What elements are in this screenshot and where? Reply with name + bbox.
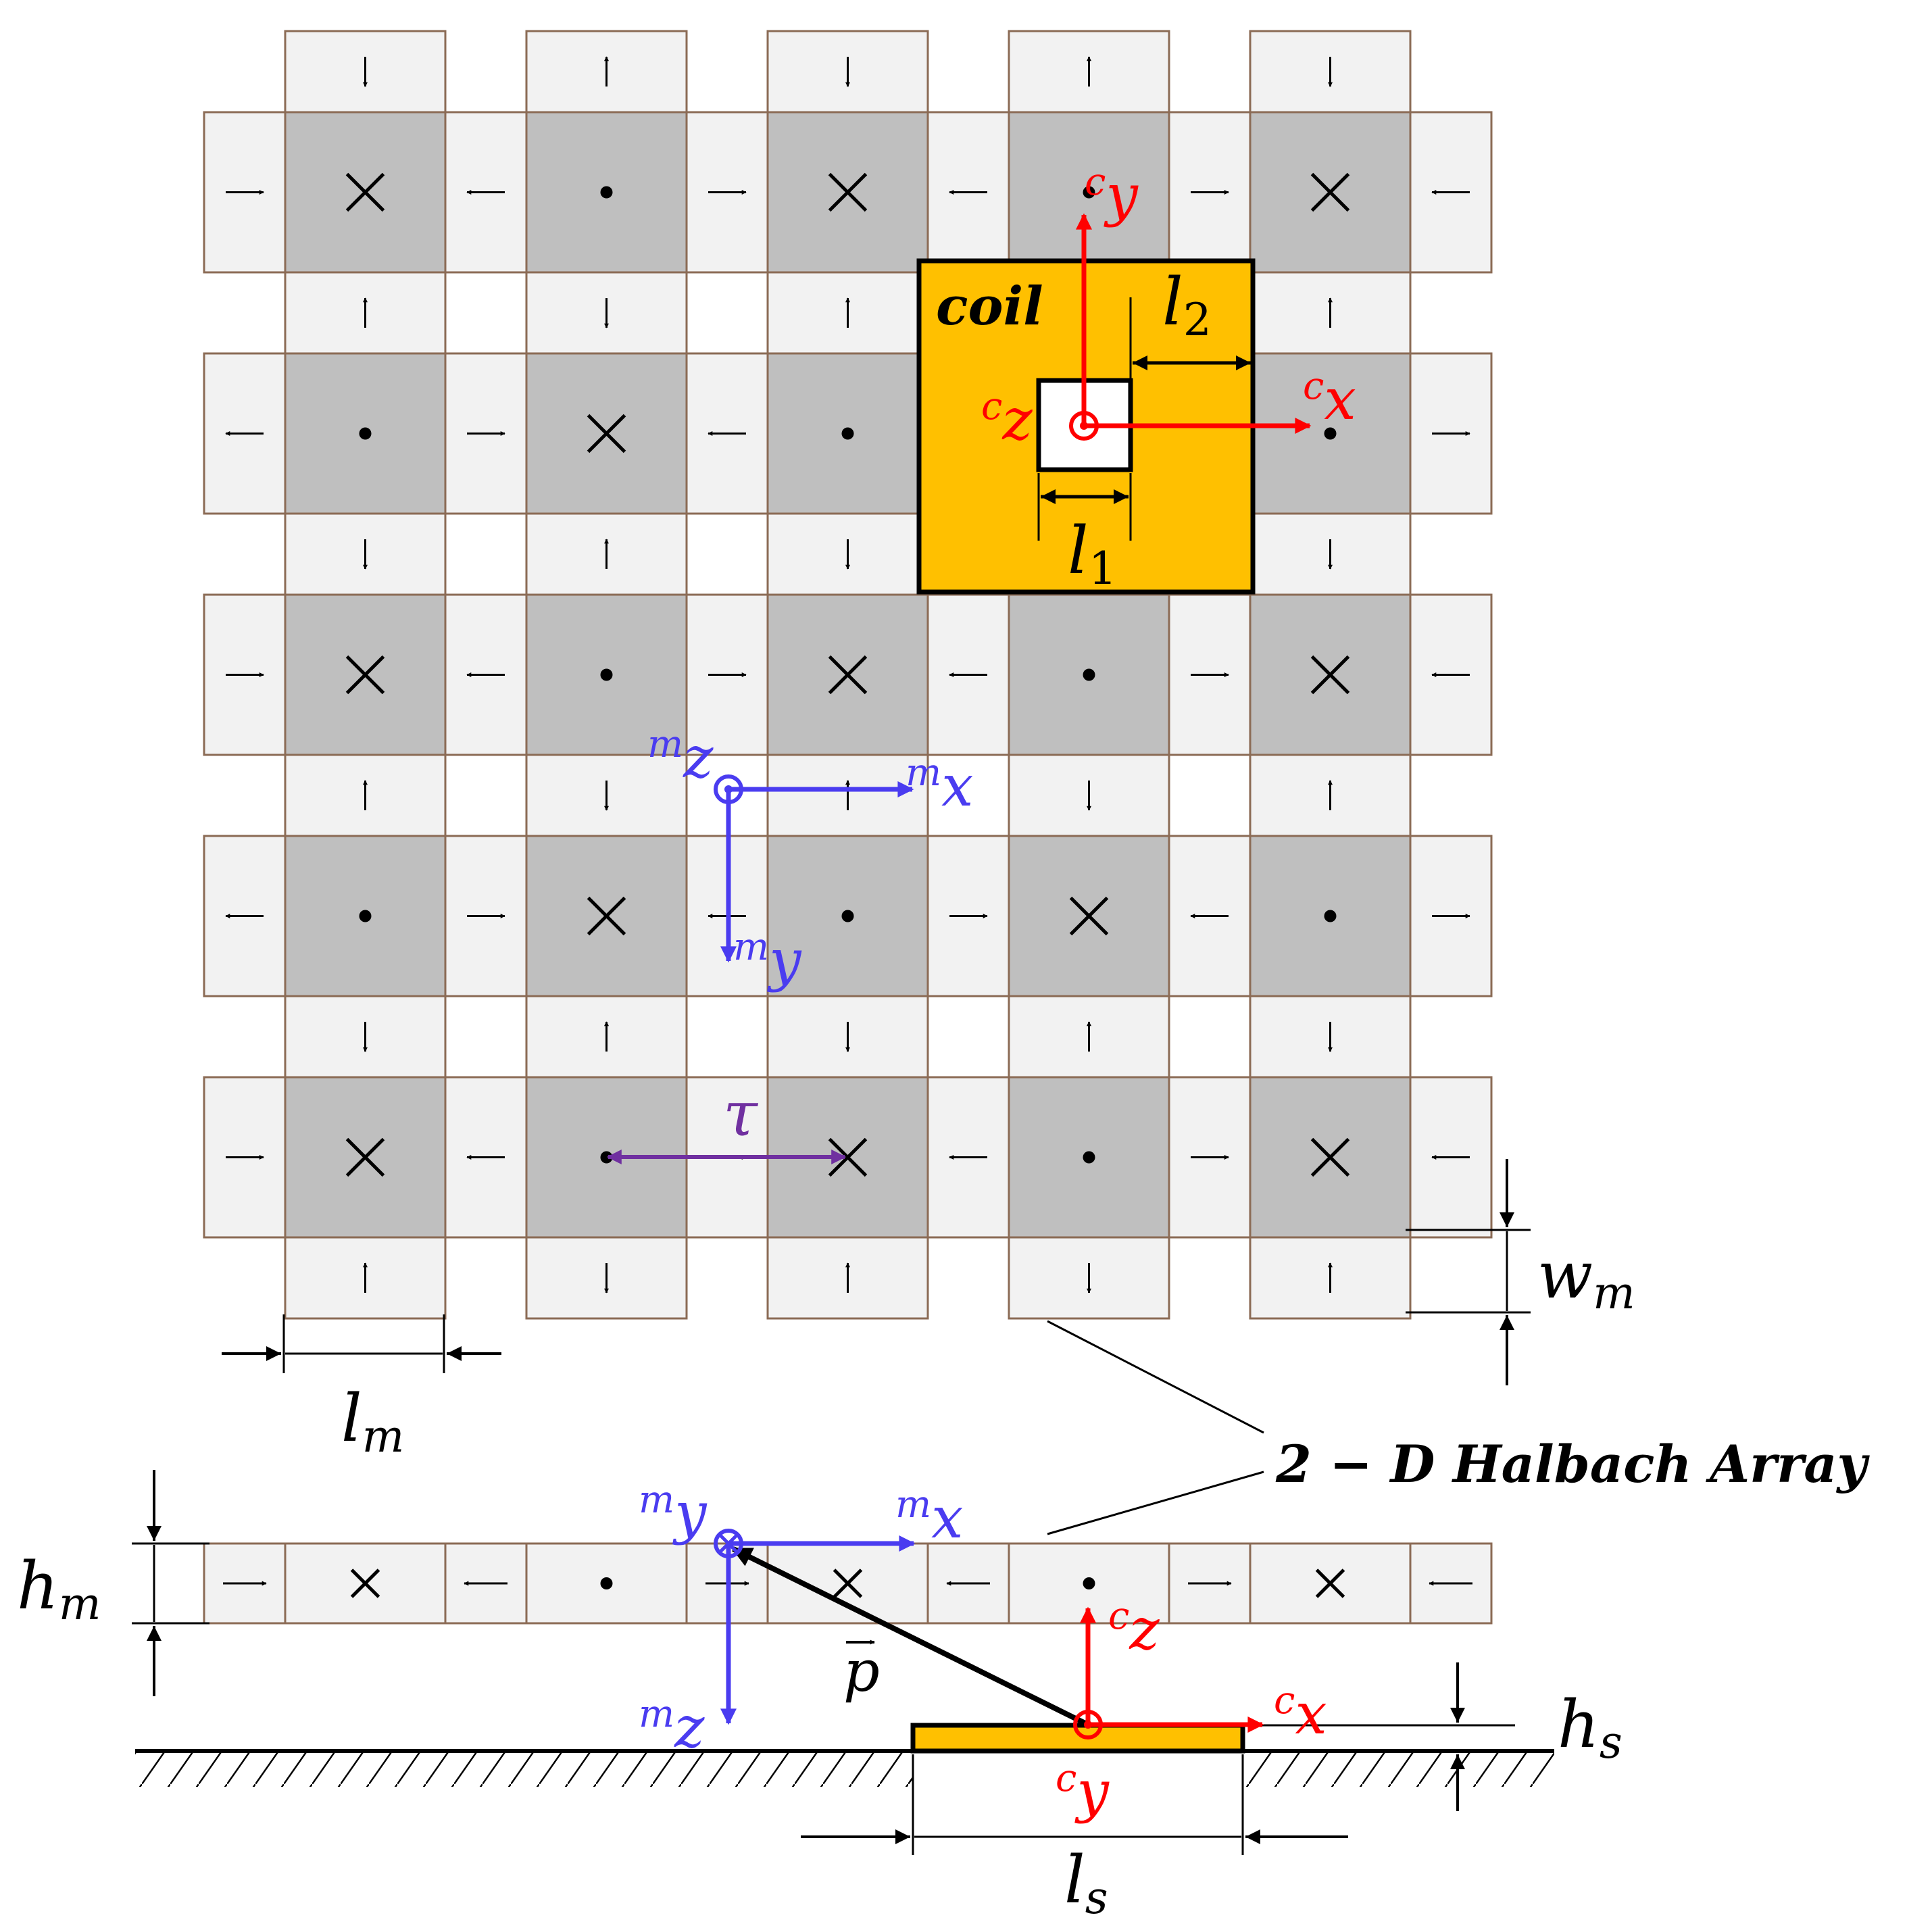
magnet-z-axis-out	[714, 774, 743, 804]
magnet-side-y-axis-in	[714, 1529, 743, 1558]
coil-y-label: cy	[1085, 160, 1139, 228]
coil-side-view	[910, 1723, 1245, 1754]
into-page-symbol	[345, 655, 385, 695]
position-vector: p	[731, 1546, 1089, 1727]
coil-z-axis-out	[1069, 411, 1099, 441]
side-halbach-array	[203, 1542, 1493, 1625]
magnet-y-label: my	[733, 925, 802, 993]
hs-dimension: hs	[1247, 1662, 1623, 1811]
coil-side-y-label: cy	[1056, 1756, 1110, 1825]
coil-side-x-label: cx	[1274, 1679, 1327, 1747]
out-of-page-symbol	[1083, 186, 1095, 199]
ls-label: ls	[1064, 1842, 1108, 1924]
ground-plane	[135, 1749, 1554, 1787]
magnet-side-y-label: my	[639, 1478, 708, 1546]
into-page-symbol	[350, 1569, 380, 1598]
ls-dimension: ls	[801, 1754, 1348, 1924]
out-of-page-symbol	[1083, 668, 1095, 681]
into-page-symbol	[1310, 172, 1350, 212]
magnet-block-main	[284, 835, 447, 997]
lm-dimension: lm	[222, 1314, 501, 1462]
magnet-z-label: mz	[647, 722, 714, 791]
p-label: p	[843, 1638, 880, 1704]
into-page-symbol	[587, 896, 626, 936]
coil-x-label: cx	[1303, 364, 1356, 433]
out-of-page-symbol	[359, 427, 372, 440]
top-halbach-array	[203, 30, 1493, 1320]
out-of-page-symbol	[841, 910, 854, 922]
into-page-symbol	[1315, 1569, 1345, 1598]
wm-dimension: wm	[1406, 1159, 1635, 1385]
p-vector-arrow	[731, 1546, 1089, 1727]
into-page-symbol	[345, 172, 385, 212]
l2-label: l2	[1162, 264, 1212, 346]
coil-side-body	[910, 1723, 1245, 1754]
into-page-symbol	[1069, 896, 1109, 936]
hm-label: hm	[17, 1548, 101, 1630]
out-of-page-symbol	[1083, 1151, 1095, 1164]
coil-z-label: cz	[981, 385, 1033, 453]
into-page-symbol	[1310, 655, 1350, 695]
halbach-callout: 2 − D Halbach Array	[1047, 1320, 1870, 1535]
out-of-page-symbol	[359, 910, 372, 922]
into-page-symbol	[833, 1569, 863, 1598]
lm-label: lm	[341, 1381, 404, 1462]
out-of-page-symbol	[1083, 1577, 1095, 1589]
into-page-symbol	[828, 655, 868, 695]
into-page-symbol	[587, 414, 626, 453]
into-page-symbol	[828, 172, 868, 212]
magnet-block-main	[766, 835, 929, 997]
into-page-symbol	[828, 1137, 868, 1177]
out-of-page-symbol	[600, 668, 613, 681]
coil-frame-side: cz cx cy	[1056, 1594, 1327, 1825]
hm-dimension: hm	[17, 1470, 209, 1696]
into-page-symbol	[345, 1137, 385, 1177]
hs-label: hs	[1558, 1687, 1623, 1769]
coil-frame-top: cy cx cz	[981, 160, 1356, 453]
magnet-frame-side: mx my mz	[639, 1478, 963, 1760]
magnet-side-z-label: mz	[639, 1692, 705, 1760]
magnet-x-label: mx	[906, 751, 973, 819]
out-of-page-symbol	[1324, 427, 1337, 440]
l1-label: l1	[1068, 513, 1117, 595]
out-of-page-symbol	[841, 427, 854, 440]
magnet-frame-top: mx my mz	[647, 722, 973, 993]
into-page-symbol	[1310, 1137, 1350, 1177]
halbach-label: 2 − D Halbach Array	[1275, 1434, 1870, 1494]
magnet-side-x-label: mx	[895, 1483, 963, 1551]
coil-side-y-axis-out	[1073, 1710, 1103, 1739]
tau-pitch: τ	[606, 1078, 847, 1164]
out-of-page-symbol	[600, 1577, 613, 1589]
magnet-block-horizontal	[203, 352, 287, 515]
out-of-page-symbol	[600, 186, 613, 199]
out-of-page-symbol	[1324, 910, 1337, 922]
wm-label: wm	[1537, 1237, 1635, 1319]
tau-label: τ	[723, 1078, 759, 1150]
coil-label: coil	[936, 276, 1043, 337]
coil-side-z-label: cz	[1108, 1594, 1160, 1662]
